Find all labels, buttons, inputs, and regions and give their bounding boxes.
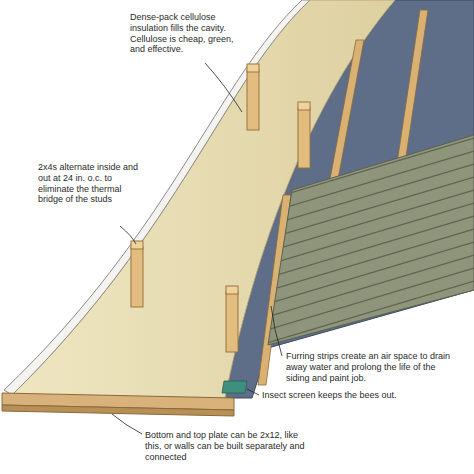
leader-line [205,63,242,112]
drywall [4,0,310,395]
callout-label: Insect screen keeps the bees out. [262,390,432,401]
stud-top [226,286,238,294]
leader-lines [112,63,282,434]
callout-label: Dense-pack cellulose insulation fills th… [130,12,248,55]
stud [131,247,143,307]
stud-top [298,102,310,110]
leader-line [112,414,142,434]
callout-label: Furring strips create an air space to dr… [286,351,456,383]
clapboard-lines [250,138,474,348]
callout-label: Bottom and top plate can be 2x12, like t… [145,430,305,462]
leader-line [271,306,282,356]
leader-line [247,389,259,395]
callout-label: 2x4s alternate inside and out at 24 in. … [38,162,144,205]
furring-strip [396,10,428,170]
leader-line [120,226,136,244]
stud-top [131,241,143,249]
stud [226,292,238,352]
siding [268,135,474,345]
stud [247,70,259,130]
stud-top [247,64,259,72]
furring-strip [328,40,364,190]
stud [298,108,310,168]
bottom-plate-face [2,405,234,416]
insect-screen [222,381,247,393]
